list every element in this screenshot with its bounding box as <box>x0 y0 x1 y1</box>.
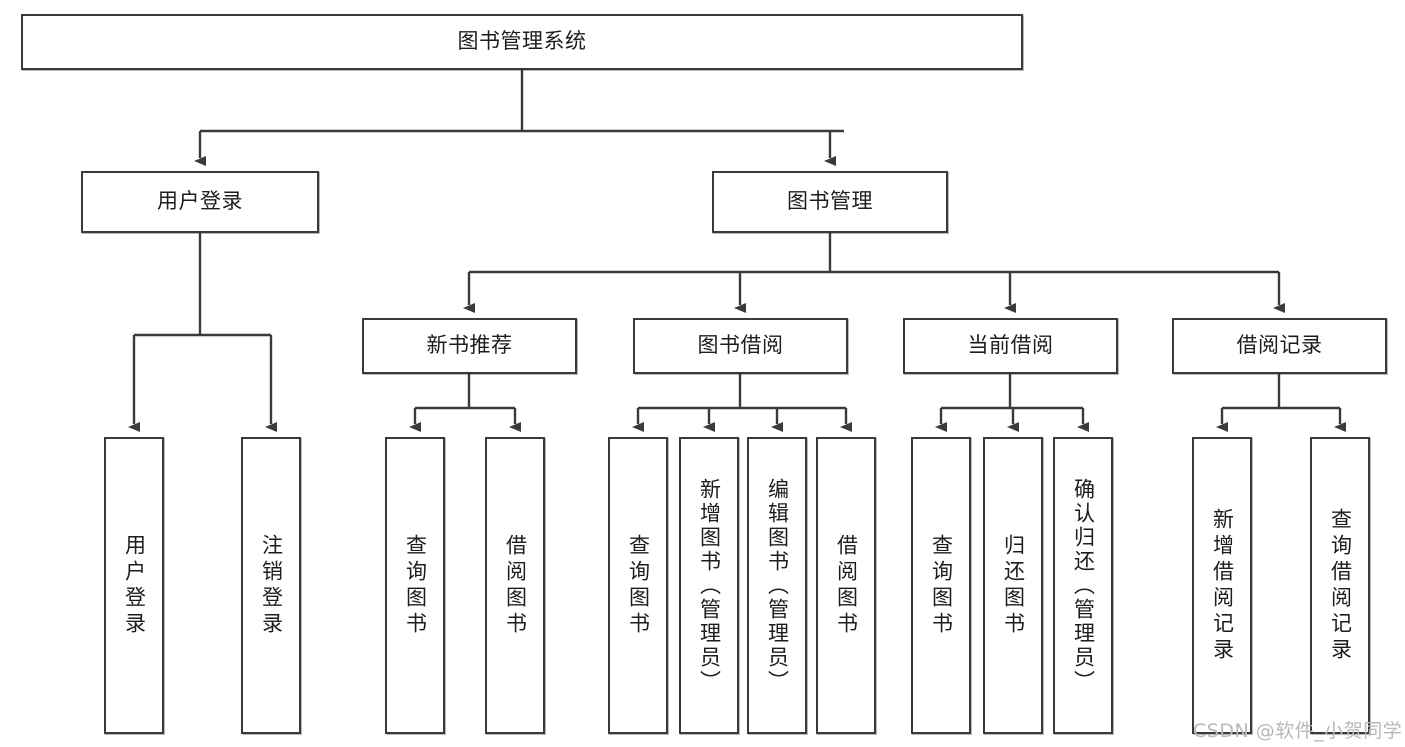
node-leaf-user-login-label: 用户登录 <box>122 533 147 638</box>
node-current-borrow-label: 当前借阅 <box>967 333 1054 358</box>
node-leaf-return-book-label: 归还图书 <box>1001 533 1026 638</box>
node-leaf-borrow-book[interactable]: 借阅图书 <box>816 437 876 734</box>
node-borrow-record-label: 借阅记录 <box>1236 333 1323 358</box>
node-new-book-recommend-label: 新书推荐 <box>426 333 513 358</box>
node-leaf-edit-book-admin-label: 编辑图书（管理员） <box>765 477 790 694</box>
node-leaf-add-book-admin[interactable]: 新增图书（管理员） <box>679 437 739 734</box>
node-leaf-query-book-cur-label: 查询图书 <box>929 533 954 638</box>
node-current-borrow[interactable]: 当前借阅 <box>903 318 1118 374</box>
node-leaf-add-borrow-record-label: 新增借阅记录 <box>1210 507 1235 664</box>
node-book-borrow[interactable]: 图书借阅 <box>633 318 848 374</box>
node-leaf-borrow-book-label: 借阅图书 <box>834 533 859 638</box>
csdn-watermark: CSDN @软件_小贺同学 <box>1193 720 1403 742</box>
node-root-label: 图书管理系统 <box>457 29 587 54</box>
node-book-borrow-label: 图书借阅 <box>697 333 784 358</box>
node-leaf-logout-label: 注销登录 <box>259 533 284 638</box>
node-leaf-query-book-rec[interactable]: 查询图书 <box>385 437 445 734</box>
node-user-login[interactable]: 用户登录 <box>81 171 319 233</box>
node-root[interactable]: 图书管理系统 <box>21 14 1023 70</box>
node-leaf-query-borrow-record-label: 查询借阅记录 <box>1328 507 1353 664</box>
node-new-book-recommend[interactable]: 新书推荐 <box>362 318 577 374</box>
node-leaf-edit-book-admin[interactable]: 编辑图书（管理员） <box>747 437 807 734</box>
node-book-manage-label: 图书管理 <box>787 189 873 214</box>
node-leaf-add-book-admin-label: 新增图书（管理员） <box>697 477 722 694</box>
node-leaf-query-borrow-record[interactable]: 查询借阅记录 <box>1310 437 1370 734</box>
node-leaf-query-book-borrow-label: 查询图书 <box>626 533 651 638</box>
node-leaf-confirm-return-admin[interactable]: 确认归还（管理员） <box>1053 437 1113 734</box>
node-leaf-user-login[interactable]: 用户登录 <box>104 437 164 734</box>
node-leaf-borrow-book-rec-label: 借阅图书 <box>503 533 528 638</box>
node-leaf-query-book-borrow[interactable]: 查询图书 <box>608 437 668 734</box>
node-leaf-borrow-book-rec[interactable]: 借阅图书 <box>485 437 545 734</box>
node-user-login-label: 用户登录 <box>157 189 243 214</box>
node-leaf-query-book-cur[interactable]: 查询图书 <box>911 437 971 734</box>
node-leaf-return-book[interactable]: 归还图书 <box>983 437 1043 734</box>
node-borrow-record[interactable]: 借阅记录 <box>1172 318 1387 374</box>
node-book-manage[interactable]: 图书管理 <box>712 171 948 233</box>
node-leaf-logout[interactable]: 注销登录 <box>241 437 301 734</box>
node-leaf-confirm-return-admin-label: 确认归还（管理员） <box>1071 477 1096 694</box>
node-leaf-add-borrow-record[interactable]: 新增借阅记录 <box>1192 437 1252 734</box>
node-leaf-query-book-rec-label: 查询图书 <box>403 533 428 638</box>
